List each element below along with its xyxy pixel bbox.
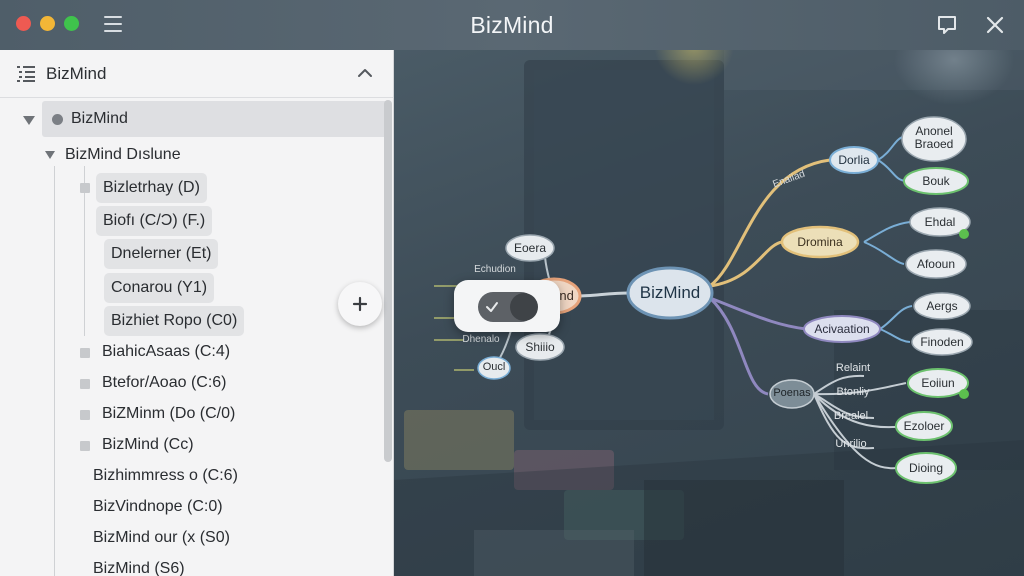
center-node-label[interactable]: BizMind xyxy=(639,283,701,302)
sidebar-scrollbar[interactable] xyxy=(384,100,392,462)
item-bullet-icon xyxy=(80,348,90,358)
outline-list-icon xyxy=(16,65,36,83)
tree-item[interactable]: Biofı (C/Ɔ) (F.) xyxy=(96,206,213,236)
anonel-node-label[interactable]: Anonel Braoed xyxy=(914,124,954,151)
ehdal-node-shape xyxy=(909,207,971,237)
oucl-node-shape xyxy=(477,356,511,380)
dorlia-node-shape xyxy=(829,146,879,174)
expand-root-icon[interactable] xyxy=(23,116,35,125)
tree-item[interactable]: BiZMinm (Do (C/0) xyxy=(102,405,236,422)
dioing-node-label[interactable]: Dioing xyxy=(908,461,944,475)
activation-node-shape xyxy=(803,315,881,343)
background-scene xyxy=(394,50,1024,576)
tree-root-label: BizMind xyxy=(71,110,128,127)
tree-item[interactable]: Bizhiet Ropo (C0) xyxy=(104,306,245,336)
add-node-button[interactable] xyxy=(338,282,382,326)
finoden-node-shape xyxy=(911,328,973,356)
aergs-node-shape xyxy=(913,292,971,320)
item-bullet-icon xyxy=(80,441,90,451)
close-icon[interactable] xyxy=(982,12,1008,38)
tree-item[interactable]: BiahicAsaas (C:4) xyxy=(102,343,231,360)
item-bullet-icon xyxy=(80,410,90,420)
outline-sidebar: BizMind BizMind BizMind Dıslune Bizletrh… xyxy=(0,50,394,576)
ehdal-node-label[interactable]: Ehdal xyxy=(924,215,956,229)
dioing-node-shape xyxy=(895,452,957,484)
poenas-node-shape xyxy=(769,379,815,409)
tree-item[interactable]: Btefor/Aoao (C:6) xyxy=(102,374,227,391)
left-side-label: Echudion xyxy=(474,264,516,275)
tree-item[interactable]: BizMind (S6) xyxy=(93,560,185,576)
bouk-node-shape xyxy=(903,167,969,195)
node-bullet-icon xyxy=(52,114,63,125)
mindmap-canvas[interactable]: BizMind Wind Eoera Shiiio Oucl Echudion … xyxy=(394,50,1024,576)
sidebar-header: BizMind xyxy=(0,50,393,98)
title-bar: BizMind xyxy=(0,0,1024,50)
eoiiun-node-shape xyxy=(907,368,969,398)
tree-item[interactable]: Bizletrhay (D) xyxy=(96,173,207,203)
poenas-edge-label: Brealel xyxy=(833,410,869,422)
comment-icon[interactable] xyxy=(934,12,960,38)
shiiio-node-label[interactable]: Shiiio xyxy=(525,340,555,354)
eoiiun-node-label[interactable]: Eoiiun xyxy=(921,376,955,390)
check-icon xyxy=(486,302,498,312)
poenas-edge-label: Relaint xyxy=(835,362,871,374)
left-side-label: Dhenalo xyxy=(462,334,500,345)
tree-subroot-node[interactable]: BizMind Dıslune xyxy=(65,146,181,163)
close-window-button[interactable] xyxy=(16,16,31,31)
poenas-node-label[interactable]: Poenas xyxy=(773,387,811,399)
item-bullet-icon xyxy=(80,183,90,193)
toggle-switch[interactable] xyxy=(478,292,538,322)
toggle-card xyxy=(454,280,560,332)
window-title: BizMind xyxy=(470,12,554,38)
item-bullet-icon xyxy=(80,379,90,389)
tree-item[interactable]: Dnelerner (Et) xyxy=(104,239,219,269)
tree-item[interactable]: BizMind our (x (S0) xyxy=(93,529,230,546)
zoom-window-button[interactable] xyxy=(64,16,79,31)
tree-item[interactable]: Conarou (Y1) xyxy=(104,273,215,303)
tree-item[interactable]: BizMind (Cc) xyxy=(102,436,194,453)
dromina-node-label[interactable]: Dromina xyxy=(797,235,843,249)
tree-item[interactable]: BizVindnope (C:0) xyxy=(93,498,223,515)
menu-icon[interactable] xyxy=(104,16,122,32)
ezoloer-node-label[interactable]: Ezoloer xyxy=(903,419,945,433)
activation-node-label[interactable]: Acivaation xyxy=(814,322,870,336)
minimize-window-button[interactable] xyxy=(40,16,55,31)
dromina-node-shape xyxy=(780,225,860,259)
tree-guide-line xyxy=(84,166,85,336)
center-node-shape xyxy=(626,266,714,320)
poenas-edge-label: Btonliy xyxy=(836,386,870,398)
tree-item[interactable]: Bizhimmress o (C:6) xyxy=(93,467,238,484)
tree-guide-line xyxy=(54,166,55,576)
finoden-node-label[interactable]: Finoden xyxy=(920,335,964,349)
plus-icon xyxy=(352,296,368,312)
oucl-node-label[interactable]: Oucl xyxy=(482,361,506,373)
aergs-node-label[interactable]: Aergs xyxy=(926,299,958,313)
expand-subroot-icon[interactable] xyxy=(45,151,55,159)
toggle-knob xyxy=(510,293,538,321)
eoera-node-label[interactable]: Eoera xyxy=(513,241,547,255)
poenas-edge-label: Unrilio xyxy=(835,438,867,450)
sidebar-title: BizMind xyxy=(46,64,107,83)
tree-root-node[interactable]: BizMind xyxy=(42,101,388,137)
shiiio-node-shape xyxy=(515,333,565,361)
dorlia-node-label[interactable]: Dorlia xyxy=(838,153,870,167)
bouk-node-label[interactable]: Bouk xyxy=(922,174,950,188)
anonel-node-shape xyxy=(901,116,967,162)
afooun-node-label[interactable]: Afooun xyxy=(916,257,956,271)
eoera-node-shape xyxy=(505,234,555,262)
chevron-up-icon[interactable] xyxy=(356,66,374,80)
ezoloer-node-shape xyxy=(895,411,953,441)
afooun-node-shape xyxy=(905,249,967,279)
